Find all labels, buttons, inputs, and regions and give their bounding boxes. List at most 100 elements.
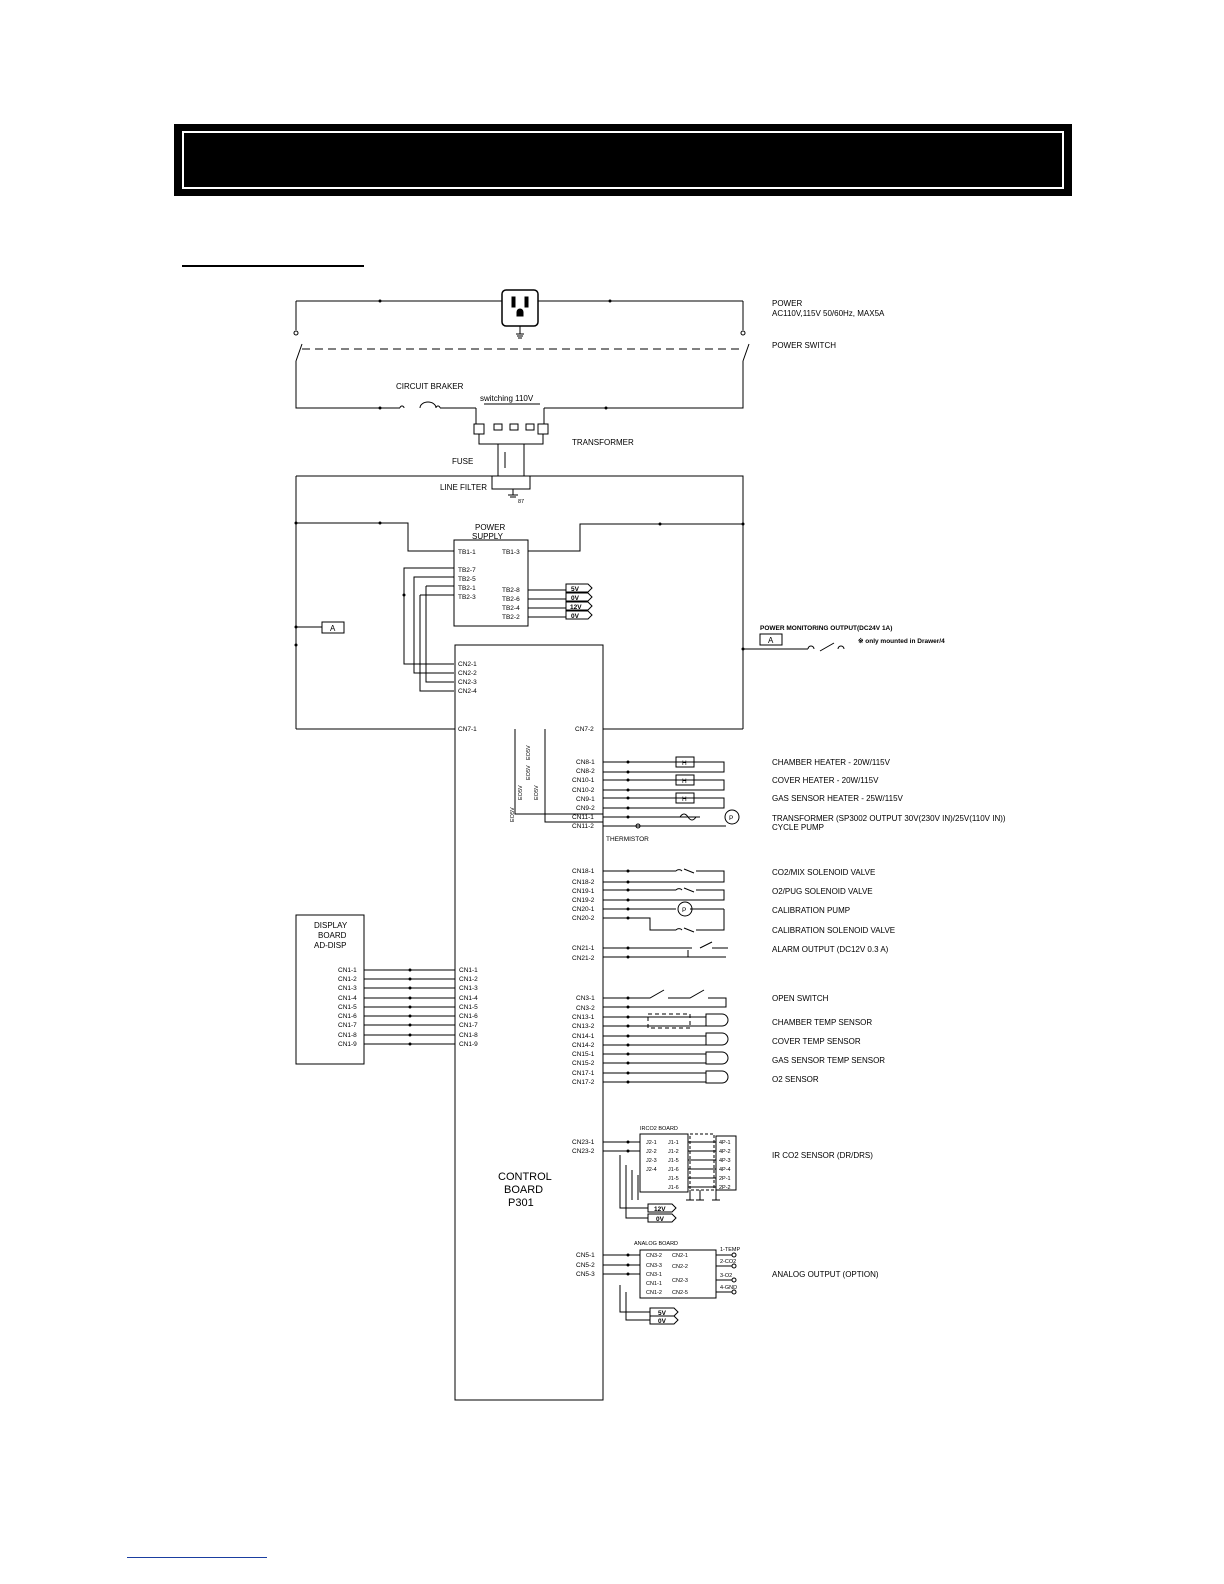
terminal-a-right-label: A [768,636,774,645]
analog-board-right-pin: CN2-2 [672,1264,688,1270]
ps-output-0v: 0V [571,595,580,602]
irco2-j2-pin: J2-1 [646,1140,657,1146]
sensor-label: CHAMBER TEMP SENSOR [772,1018,872,1027]
irco2-supply: 0V [656,1216,665,1223]
display-pin-right: CN1-9 [459,1041,478,1048]
display-pins-right: CN1-1 CN1-2 CN1-3 CN1-4 CN1-5 CN1-6 CN1-… [459,967,478,1048]
display-pin-right: CN1-8 [459,1032,478,1039]
thermistor-label: THERMISTOR [606,836,649,843]
heater-chamber-icon [675,756,695,768]
display-pin-left: CN1-2 [338,976,357,983]
power-outlet-icon [501,289,539,327]
irco2-sensor-pin: 2P-1 [719,1176,731,1182]
heater-label: CHAMBER HEATER - 20W/115V [772,758,891,767]
display-pin-right: CN1-3 [459,985,478,992]
heater-wiring [514,729,740,829]
sensor-pin: CN14-2 [572,1042,595,1049]
heater-label: TRANSFORMER (SP3002 OUTPUT 30V(230V IN)/… [772,814,1006,823]
ground-ref-label: 87 [518,499,524,505]
valve-pin: CN20-1 [572,906,595,913]
heater-pin: CN10-1 [572,777,595,784]
ps-output-0v: 0V [571,613,580,620]
analog-board-right-pin: CN2-3 [672,1278,688,1284]
analog-cn-pin: CN5-3 [576,1271,595,1278]
display-pin-left: CN1-6 [338,1013,357,1020]
valve-pin: CN18-1 [572,868,595,875]
circuit-braker-label: CIRCUIT BRAKER [396,382,464,391]
cn2-pin: CN2-2 [458,670,477,677]
control-board-label-1: CONTROL [498,1171,552,1183]
switching-label: switching 110V [480,394,534,403]
irco2-j1-pin: J1-6 [668,1167,679,1173]
valve-pin: CN20-2 [572,915,595,922]
sensor-label: OPEN SWITCH [772,994,829,1003]
heater-pin: CN9-1 [576,796,595,803]
heater-gas-sensor-icon [675,792,695,804]
irco2-sensor-label: IR CO2 SENSOR (DR/DRS) [772,1151,873,1160]
sensor-pin: CN14-1 [572,1033,595,1040]
irco2-sensor-pin: 4P-4 [719,1167,731,1173]
display-pin-left: CN1-1 [338,967,357,974]
display-pin-right: CN1-1 [459,967,478,974]
sensor-label: COVER TEMP SENSOR [772,1037,861,1046]
line-filter-icon [491,475,531,490]
irco2-sensor-pin: 4P-2 [719,1149,731,1155]
display-pins-left: CN1-1 CN1-2 CN1-3 CN1-4 CN1-5 CN1-6 CN1-… [338,967,357,1048]
ps-output-5v: 5V [571,586,580,593]
valve-pin: CN19-2 [572,897,595,904]
control-board-label-3: P301 [508,1197,534,1209]
irco2-j2-pin: J2-4 [646,1167,657,1173]
analog-output-pin: 3-O2 [720,1273,732,1279]
display-pin-left: CN1-5 [338,1004,357,1011]
display-pin-right: CN1-7 [459,1022,478,1029]
irco2-sensor-pin: 2P-2 [719,1185,731,1191]
display-pin-left: CN1-4 [338,995,357,1002]
analog-board [603,1249,737,1325]
heater-symbol: H [682,760,687,767]
sensor-pin: CN3-2 [576,1005,595,1012]
transformer-label: TRANSFORMER [572,438,634,447]
calibration-pump-icon [677,901,693,917]
footer-underline [127,1557,267,1558]
ps-pin-left: TB2-5 [458,576,476,583]
ps-pin-right: TB2-4 [502,605,520,612]
power-supply-block [403,539,593,692]
title-banner-frame [182,131,1064,189]
title-banner [174,124,1072,196]
power-switch-icon [295,343,750,362]
heater-pin: CN11-1 [572,814,594,821]
chamber-temp-sensor-box [647,1013,691,1029]
irco2-sensor-pin: 4P-3 [719,1158,731,1164]
heater-pin: CN8-1 [576,759,595,766]
heater-label: COVER HEATER - 20W/115V [772,776,879,785]
irco2-supply: 12V [654,1206,666,1213]
heater-wire-label: EO5V [510,807,516,822]
ps-pin-right: TB1-3 [502,549,520,556]
irco2-j1-pin: J1-2 [668,1149,679,1155]
heater-pin: CN9-2 [576,805,595,812]
power-switch-label: POWER SWITCH [772,341,836,350]
circuit-breaker-icon [399,401,441,409]
analog-output-pin: 4-GND [720,1285,737,1291]
monitor-output-label: POWER MONITORING OUTPUT(DC24V 1A) [760,625,892,632]
heater-wire-labels: EO5V EO5V EO5V EO5V EO5V [510,745,540,822]
cn7-pin: CN7-1 [458,726,477,733]
analog-output-pin: 2-CO2 [720,1259,736,1265]
display-board-label-3: AD-DISP [314,941,346,950]
irco2-j1-pin: J1-5 [668,1176,679,1182]
power-supply-label-1: POWER [475,523,505,532]
control-board-label-2: BOARD [504,1184,543,1196]
display-pin-right: CN1-6 [459,1013,478,1020]
ps-pin-right: TB2-2 [502,614,520,621]
terminal-a-right [759,633,783,646]
terminal-a-left-label: A [330,624,336,633]
fuse-label: FUSE [452,457,473,466]
display-pin-left: CN1-7 [338,1022,357,1029]
valve-label: O2/PUG SOLENOID VALVE [772,887,873,896]
heater-wire-label: EO5V [534,785,540,800]
cycle-pump-icon [724,809,740,825]
display-pin-right: CN1-5 [459,1004,478,1011]
heater-wire-label: EO5V [526,745,532,760]
valve-pin: CN18-2 [572,879,595,886]
